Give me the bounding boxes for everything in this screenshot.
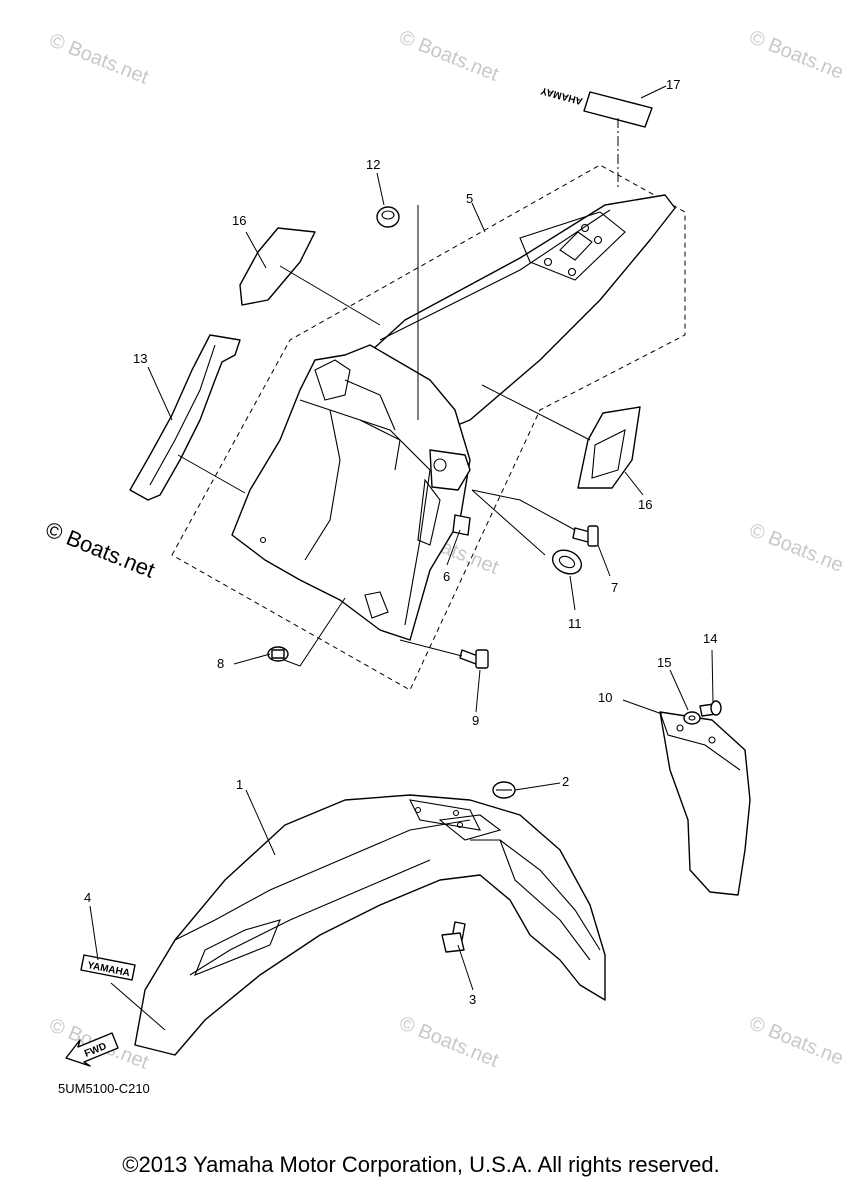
- callout-2: 2: [562, 774, 569, 789]
- bolt-3: [441, 921, 466, 953]
- callout-14: 14: [703, 631, 717, 646]
- bolt-9: [459, 649, 489, 669]
- copyright-notice: ©2013 Yamaha Motor Corporation, U.S.A. A…: [122, 1152, 720, 1177]
- callout-6: 6: [443, 569, 450, 584]
- callout-5: 5: [466, 191, 473, 206]
- screw-14: [699, 700, 722, 717]
- side-cover-13-detail: [149, 344, 216, 486]
- watermark-7: © Boats.net: [396, 1012, 502, 1072]
- decal-17-plate: [583, 91, 653, 128]
- callout-16-right: 16: [638, 497, 652, 512]
- callout-16-left: 16: [232, 213, 246, 228]
- callouts: 1 2 3 4 5 6 7 8 9 10 11 12 13 14 15 16 1…: [84, 77, 717, 1007]
- side-cover-13: [129, 334, 241, 501]
- watermark-8: © Boats.net: [746, 1012, 842, 1072]
- callout-10: 10: [598, 690, 612, 705]
- callout-9: 9: [472, 713, 479, 728]
- callout-4: 4: [84, 890, 91, 905]
- decal-17-text: YAMAHA: [540, 85, 584, 107]
- clip-6: [452, 514, 471, 536]
- callout-8: 8: [217, 656, 224, 671]
- callout-11: 11: [568, 616, 582, 631]
- watermark-3: © Boats.net: [746, 26, 842, 86]
- assembly-boundary: [171, 164, 686, 691]
- watermark-dark: © Boats.net: [42, 516, 158, 582]
- bolt-2: [492, 781, 516, 799]
- grommet-11: [551, 549, 583, 575]
- bolt-8: [267, 646, 289, 662]
- inner-fender: [231, 344, 471, 641]
- grommet-12: [376, 206, 400, 228]
- bolt-7: [572, 525, 599, 547]
- front-fender: [134, 794, 606, 1056]
- rear-fender: [369, 194, 676, 431]
- decal-4-plate: [80, 954, 136, 981]
- callout-1: 1: [236, 777, 243, 792]
- callout-15: 15: [657, 655, 671, 670]
- washer-15: [683, 711, 701, 725]
- diagram-code: 5UM5100-C210: [58, 1081, 150, 1096]
- callout-12: 12: [366, 157, 380, 172]
- reflector-16-right: [577, 406, 641, 489]
- watermark-1: © Boats.net: [46, 29, 152, 89]
- watermark-5: © Boats.net: [746, 519, 842, 579]
- decal-4: YAMAHA: [80, 954, 136, 981]
- decal-17: YAMAHA: [540, 85, 653, 128]
- callout-7: 7: [611, 580, 618, 595]
- bracket: [429, 449, 471, 491]
- leader-lines: [89, 85, 714, 1031]
- mud-flap-10: [659, 711, 751, 896]
- callout-3: 3: [469, 992, 476, 1007]
- reflector-16-left: [239, 227, 316, 306]
- watermark-2: © Boats.net: [396, 26, 502, 86]
- callout-17: 17: [666, 77, 680, 92]
- fwd-arrow: FWD: [65, 1032, 119, 1067]
- callout-13: 13: [133, 351, 147, 366]
